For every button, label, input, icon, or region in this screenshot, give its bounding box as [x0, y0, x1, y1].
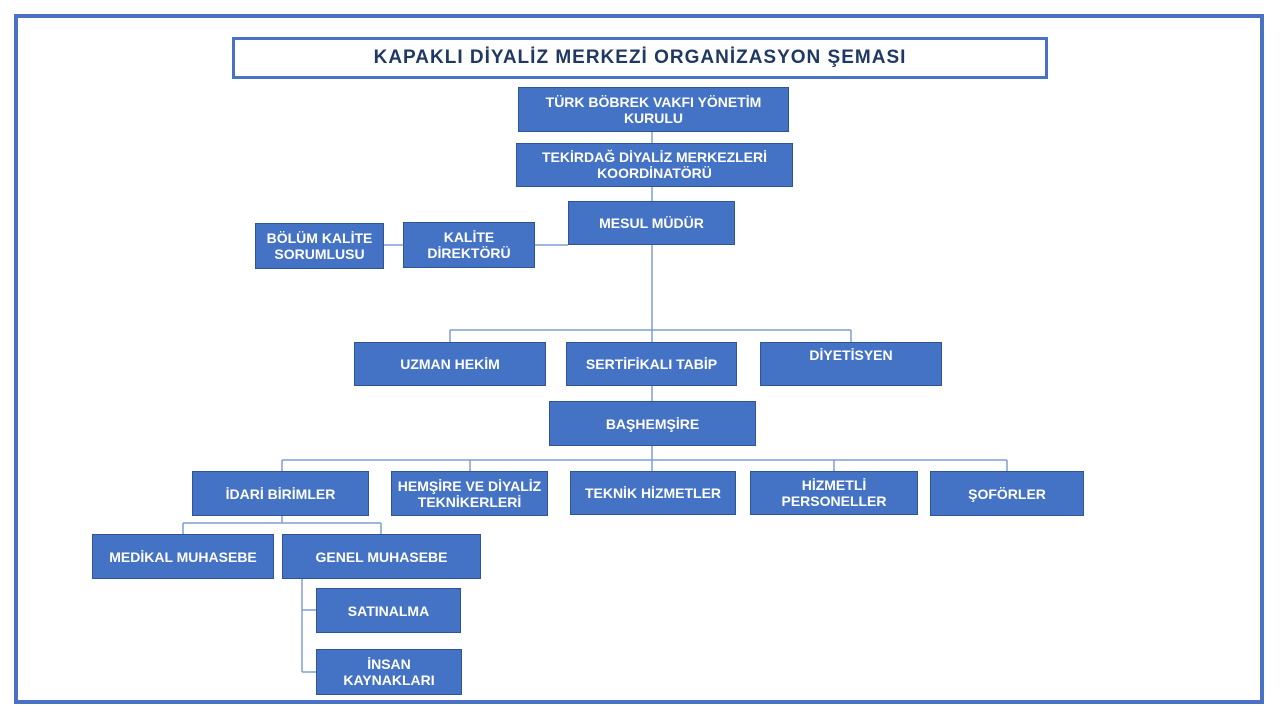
node-kalite-direktoru: KALİTE DİREKTÖRÜ: [403, 222, 535, 268]
node-genel-muhasebe: GENEL MUHASEBE: [282, 534, 481, 579]
node-hizmetli-personeller: HİZMETLİ PERSONELLER: [750, 471, 918, 515]
node-bashemsire: BAŞHEMŞİRE: [549, 401, 756, 446]
node-diyetisyen: DİYETİSYEN: [760, 342, 942, 386]
node-medikal-muhasebe: MEDİKAL MUHASEBE: [92, 534, 274, 579]
node-teknik-hizmetler: TEKNİK HİZMETLER: [570, 471, 736, 515]
slide-frame: [14, 14, 1264, 704]
node-idari-birimler: İDARİ BİRİMLER: [192, 471, 369, 516]
node-sertifikali-tabip: SERTİFİKALI TABİP: [566, 342, 737, 386]
node-uzman-hekim: UZMAN HEKİM: [354, 342, 546, 386]
node-soforler: ŞOFÖRLER: [930, 471, 1084, 516]
node-hemsire-teknikerler: HEMŞİRE VE DİYALİZ TEKNİKERLERİ: [391, 471, 548, 516]
node-tekirdag-coordinator: TEKİRDAĞ DİYALİZ MERKEZLERİ KOORDİNATÖRÜ: [516, 143, 793, 187]
node-tbv-board: TÜRK BÖBREK VAKFI YÖNETİM KURULU: [518, 87, 789, 132]
node-satinalma: SATINALMA: [316, 588, 461, 633]
node-mesul-mudur: MESUL MÜDÜR: [568, 201, 735, 245]
node-bolum-kalite: BÖLÜM KALİTE SORUMLUSU: [255, 223, 384, 269]
chart-title: KAPAKLI DİYALİZ MERKEZİ ORGANİZASYON ŞEM…: [232, 37, 1048, 79]
node-insan-kaynaklari: İNSAN KAYNAKLARI: [316, 649, 462, 695]
